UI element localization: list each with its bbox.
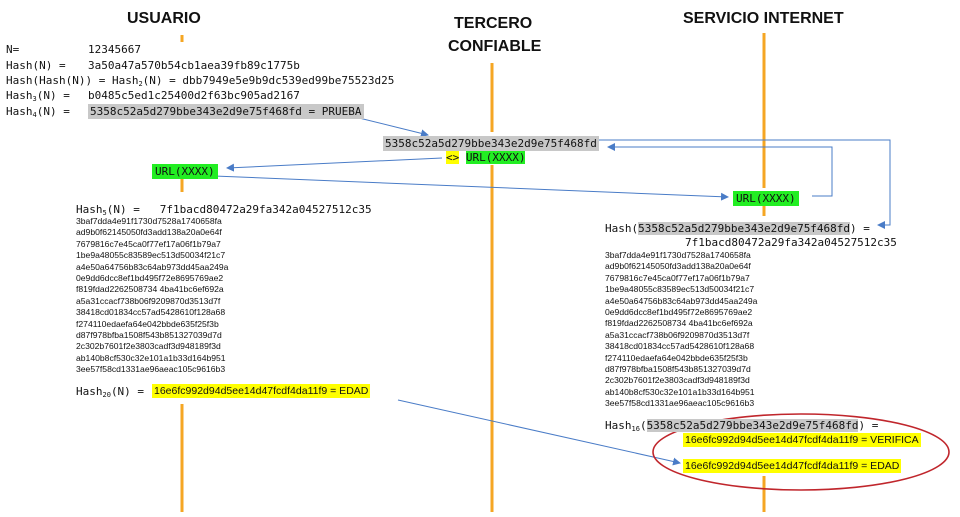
user-hash2-label: Hash(Hash(N)) = Hash	[6, 74, 139, 87]
user-hash4-label: Hash	[6, 105, 33, 118]
list-item: 3baf7dda4e91f1730d7528a1740658fa	[605, 250, 751, 260]
verification-ellipse	[652, 413, 950, 491]
list-item: d87f978bfba1508f543b851327039d7d	[76, 330, 222, 341]
user-hash1-value: 3a50a47a570b54cb1aea39fb89c1775b	[88, 59, 300, 72]
list-item: 3baf7dda4e91f1730d7528a1740658fa	[76, 216, 222, 226]
list-item: a5a31ccacf738b06f9209870d3513d7f	[605, 329, 750, 340]
list-item: ab140b8cf530c32e101a1b33d164b951	[76, 352, 226, 363]
user-hash20-label: Hash	[76, 385, 103, 398]
service-hash-end: ) =	[850, 222, 870, 235]
user-hash4-sub: 4	[32, 111, 37, 119]
service-hash-line: Hash(5358c52a5d279bbe343e2d9e75f468fd) =	[605, 222, 870, 235]
user-hash-chain: 3baf7dda4e91f1730d7528a1740658fa ad9b0f6…	[76, 216, 228, 376]
arrow-service-to-third	[607, 143, 833, 197]
user-hash4-label-end: (N) =	[36, 105, 70, 118]
user-hash3-sub: 3	[32, 95, 37, 103]
list-item: f819fdad2262508734 4ba41bc6ef692a	[605, 318, 753, 329]
third-compare: <> URL(XXXX)	[446, 151, 526, 164]
user-hash3-label: Hash	[6, 89, 33, 102]
user-hash3-line: Hash3(N) =	[6, 89, 70, 103]
list-item: 7679816c7e45ca0f77ef17a06f1b79a7	[76, 238, 221, 249]
user-hash1-label: Hash(N) =	[6, 59, 66, 72]
user-hash20-line: Hash20(N) =	[76, 385, 144, 399]
service-hash16-sub: 16	[631, 425, 640, 433]
service-hash16-open: (	[639, 419, 647, 432]
service-hash-result: 7f1bacd80472a29fa342a04527512c35	[685, 236, 897, 249]
list-item: f274110edaefa64e042bbde635f25f3b	[605, 352, 748, 363]
user-hash5-line: Hash5(N) = 7f1bacd80472a29fa342a04527512…	[76, 203, 372, 217]
list-item: f819fdad2262508734 4ba41bc6ef692a	[76, 284, 224, 295]
list-item: 38418cd01834cc57ad5428610f128a68	[605, 341, 755, 352]
service-hash-arg: 5358c52a5d279bbe343e2d9e75f468fd	[638, 222, 851, 235]
service-hash16-end: ) =	[858, 419, 879, 432]
header-servicio-internet: SERVICIO INTERNET	[683, 10, 844, 27]
third-compare-op: <>	[446, 151, 460, 164]
arrow-user-to-third	[354, 116, 429, 138]
list-item: d87f978bfba1508f543b851327039d7d	[605, 364, 751, 375]
arrow-user-url-to-service	[213, 175, 729, 201]
third-hash: 5358c52a5d279bbe343e2d9e75f468fd	[383, 136, 599, 151]
list-item: 3ee57f58cd1331ae96aeac105c9616b3	[605, 398, 755, 409]
service-hash16-line: Hash16(5358c52a5d279bbe343e2d9e75f468fd)…	[605, 419, 878, 433]
list-item: f274110edaefa64e042bbde635f25f3b	[76, 318, 219, 329]
list-item: a5a31ccacf738b06f9209870d3513d7f	[76, 295, 221, 306]
service-hash16-label: Hash	[605, 419, 632, 432]
user-hash3-value: b0485c5ed1c25400d2f63bc905ad2167	[88, 89, 300, 102]
user-hash4-line: Hash4(N) =	[6, 105, 70, 119]
list-item: 2c302b7601f2e3803cadf3d948189f3d	[605, 375, 750, 386]
service-url: URL(XXXX)	[733, 191, 799, 206]
arrow-third-to-service-hash	[598, 139, 891, 229]
user-hash20-sub: 20	[102, 391, 111, 399]
list-item: ab140b8cf530c32e101a1b33d164b951	[605, 386, 755, 397]
service-hash-label: Hash(	[605, 222, 639, 235]
list-item: 38418cd01834cc57ad5428610f128a68	[76, 307, 226, 318]
user-hash5-label: Hash	[76, 203, 103, 216]
header-tercero: TERCERO	[454, 15, 533, 32]
list-item: 1be9a48055c83589ec513d50034f21c7	[605, 284, 755, 295]
arrow-third-to-user-url	[226, 157, 443, 172]
user-url: URL(XXXX)	[152, 164, 218, 179]
list-item: ad9b0f62145050fd3add138a20a0e64f	[605, 261, 751, 272]
user-hash5-label-end: (N) =	[106, 203, 140, 216]
user-hash2-label-end: (N) =	[142, 74, 176, 87]
list-item: ad9b0f62145050fd3add138a20a0e64f	[76, 227, 222, 238]
service-hash-chain: 3baf7dda4e91f1730d7528a1740658fa ad9b0f6…	[605, 250, 757, 410]
user-hash20-value-edad: 16e6fc992d94d5ee14d47fcdf4da11f9 = EDAD	[152, 384, 371, 398]
user-hash5-sub: 5	[102, 209, 107, 217]
header-confiable: CONFIABLE	[448, 38, 542, 55]
user-hash3-label-end: (N) =	[36, 89, 70, 102]
user-n-label: N=	[6, 43, 20, 56]
list-item: 0e9dd6dcc8ef1bd495f72e8695769ae2	[76, 273, 224, 284]
list-item: a4e50a64756b83c64ab973dd45aa249a	[76, 261, 229, 272]
user-hash4-value-prueba: 5358c52a5d279bbe343e2d9e75f468fd = PRUEB…	[88, 104, 364, 119]
user-hash2-line: Hash(Hash(N)) = Hash2(N) = dbb7949e5e9b9…	[6, 74, 394, 88]
user-hash2-sub: 2	[138, 80, 143, 88]
user-hash2-value: dbb7949e5e9b9dc539ed99be75523d25	[182, 74, 395, 87]
list-item: 7679816c7e45ca0f77ef17a06f1b79a7	[605, 272, 750, 283]
service-edad: 16e6fc992d94d5ee14d47fcdf4da11f9 = EDAD	[683, 459, 902, 473]
service-hash16-arg: 5358c52a5d279bbe343e2d9e75f468fd	[646, 419, 859, 432]
list-item: a4e50a64756b83c64ab973dd45aa249a	[605, 295, 758, 306]
list-item: 0e9dd6dcc8ef1bd495f72e8695769ae2	[605, 307, 753, 318]
user-hash20-label-end: (N) =	[110, 385, 145, 398]
service-verifica: 16e6fc992d94d5ee14d47fcdf4da11f9 = VERIF…	[683, 433, 921, 447]
user-hash5-value: 7f1bacd80472a29fa342a04527512c35	[159, 203, 372, 216]
list-item: 2c302b7601f2e3803cadf3d948189f3d	[76, 341, 221, 352]
user-n-value: 12345667	[88, 43, 141, 56]
list-item: 3ee57f58cd1331ae96aeac105c9616b3	[76, 364, 226, 375]
arrow-user-edad-to-service	[397, 399, 681, 466]
list-item: 1be9a48055c83589ec513d50034f21c7	[76, 250, 226, 261]
header-usuario: USUARIO	[127, 10, 201, 27]
third-url: URL(XXXX)	[465, 151, 526, 164]
